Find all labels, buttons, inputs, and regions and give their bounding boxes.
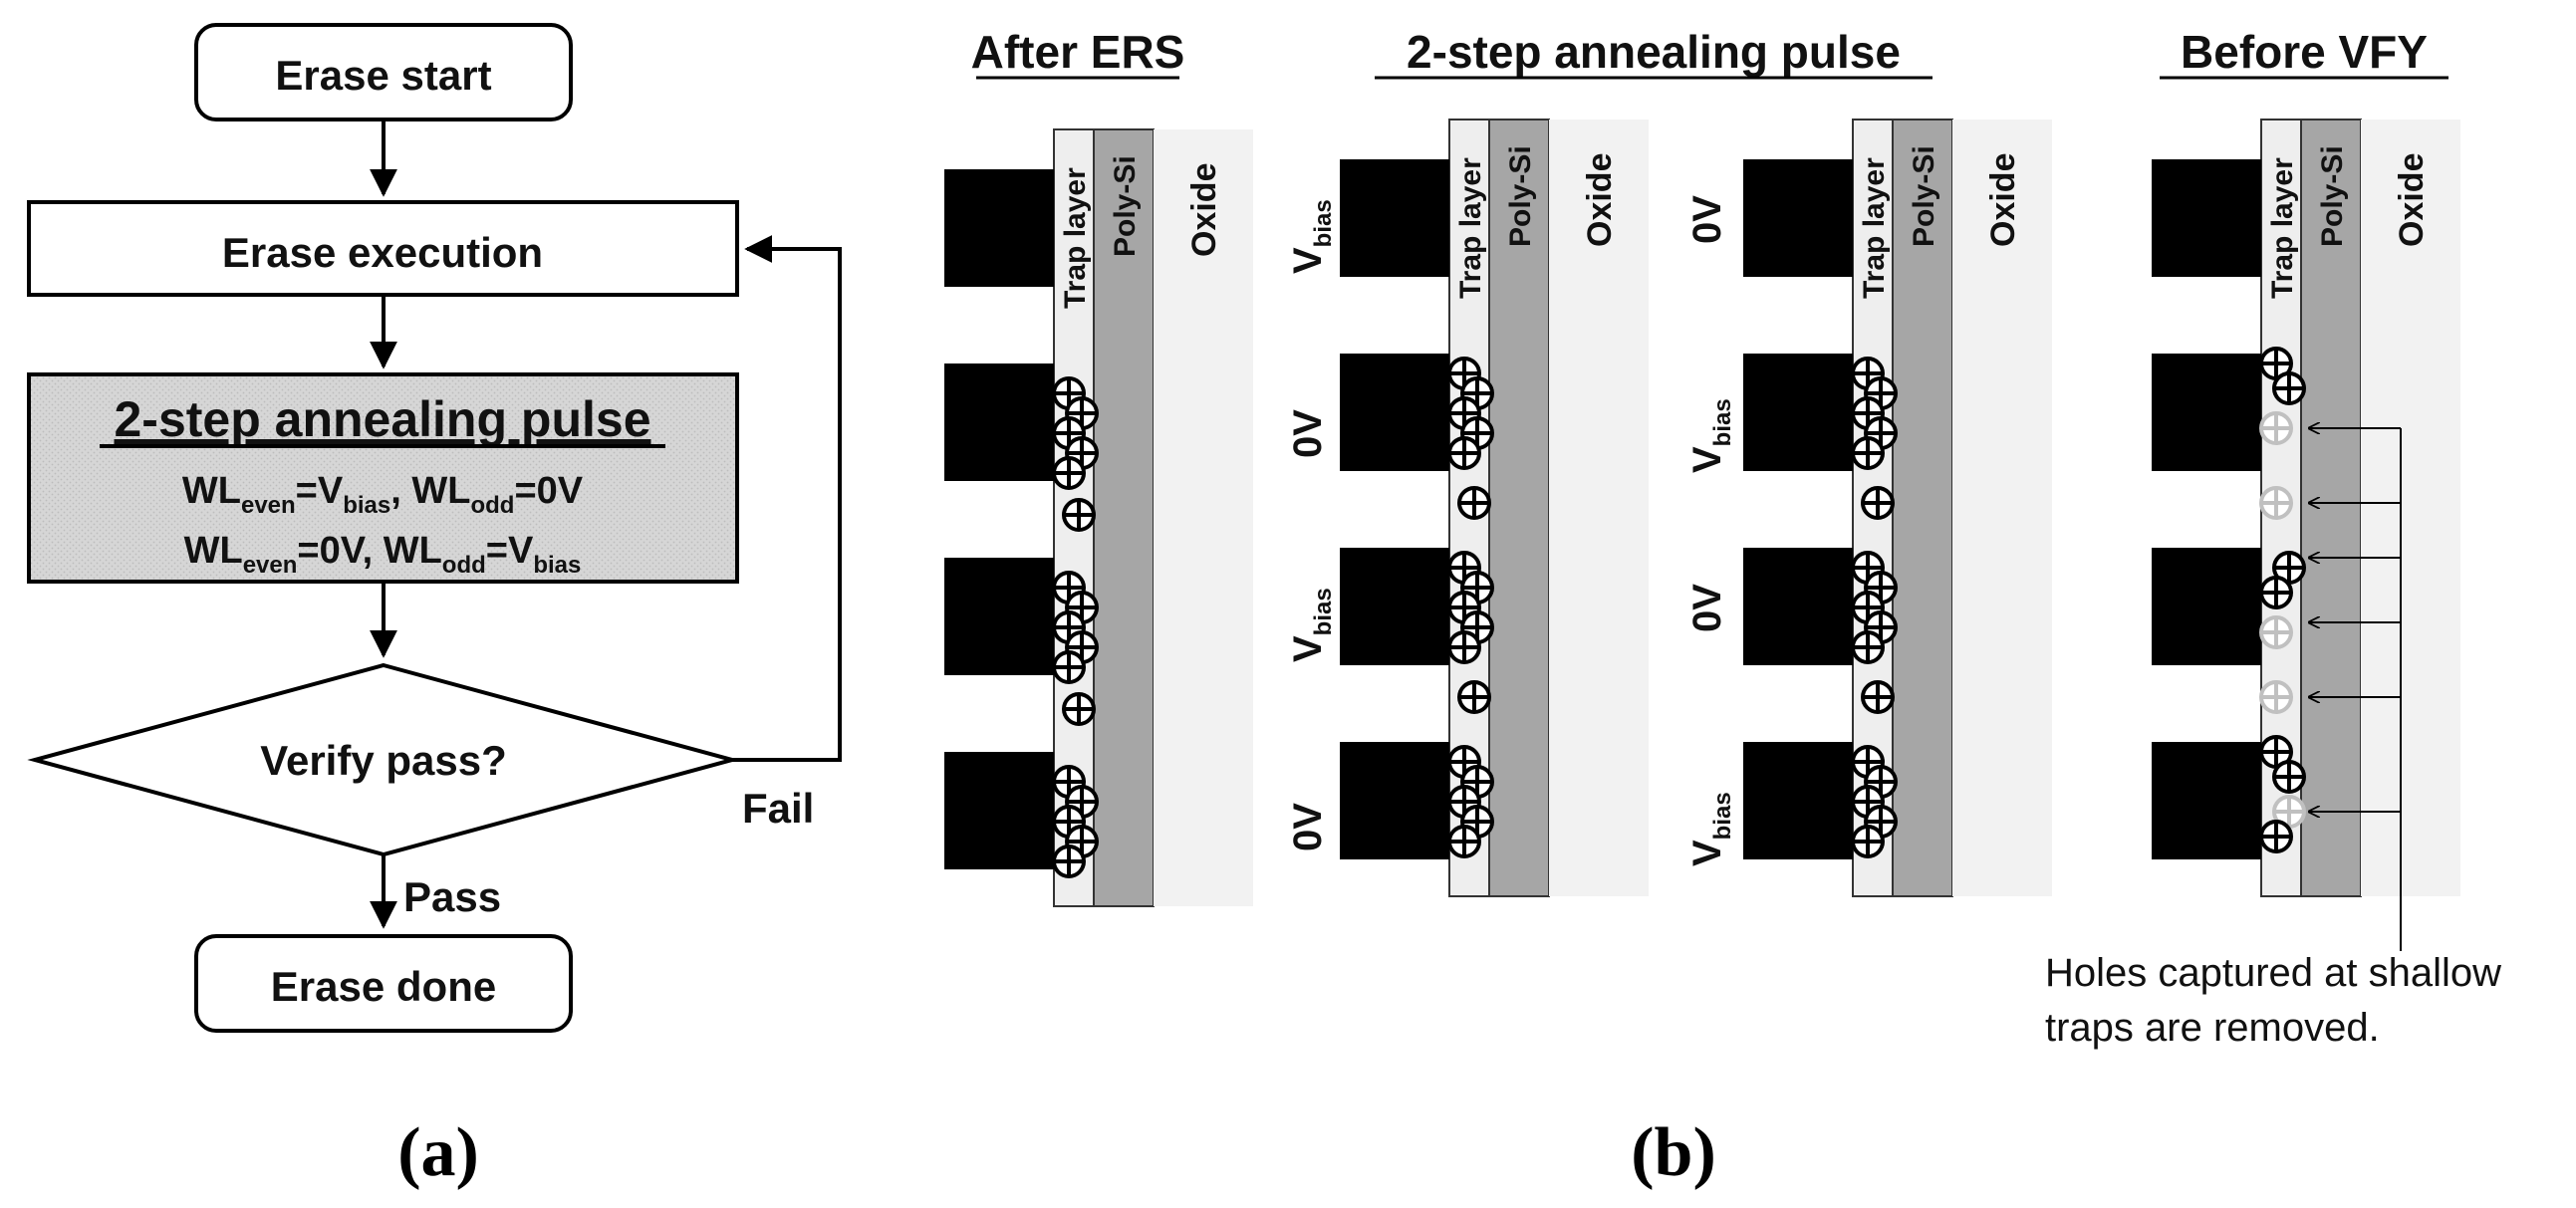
cell-stacks: Trap layer Poly-Si Oxide Trap layer Poly-Si O…: [944, 119, 2460, 907]
poly-si-label: Poly-Si: [1109, 155, 1142, 257]
gate-block: [2152, 354, 2261, 471]
oxide-label: Oxide: [1185, 163, 1223, 257]
verify-label: Verify pass?: [260, 737, 506, 784]
hole-symbol: [1851, 825, 1885, 858]
poly-si-label: Poly-Si: [2316, 145, 2349, 247]
hole-symbol: [1457, 680, 1491, 714]
hole-symbol: [1861, 680, 1895, 714]
panel-label-a: (a): [397, 1114, 479, 1191]
poly-si-label: Poly-Si: [1908, 145, 1940, 247]
note-line2: traps are removed.: [2045, 1006, 2380, 1050]
title-before-vfy: Before VFY: [2181, 26, 2428, 78]
gate-block: [1340, 742, 1449, 859]
hole-symbol: [2259, 820, 2293, 853]
hole-symbol: [1447, 630, 1481, 664]
vbias-label: Vbias: [1685, 792, 1736, 866]
zero-volt-label: 0V: [1286, 409, 1330, 458]
oxide-label: Oxide: [1581, 153, 1619, 247]
hole-symbol: [1062, 692, 1096, 726]
gate-block: [1743, 742, 1853, 859]
gate-block: [2152, 548, 2261, 665]
vbias-label: Vbias: [1685, 398, 1736, 473]
hole-symbol: [1457, 486, 1491, 520]
gate-block: [1340, 354, 1449, 471]
oxide-label: Oxide: [1984, 153, 2022, 247]
bias-labels: Vbias 0V Vbias 0V 0V Vbias 0V Vbias: [1286, 195, 1736, 866]
hole-symbol: [1861, 486, 1895, 520]
title-after-ers: After ERS: [971, 26, 1185, 78]
hole-symbol: [1052, 650, 1086, 684]
oxide-layer: [2361, 120, 2460, 896]
gate-block: [1743, 548, 1853, 665]
gate-block: [944, 169, 1054, 287]
zero-volt-label: 0V: [1685, 195, 1729, 244]
hole-symbol: [1447, 825, 1481, 858]
poly-si-layer: [1093, 128, 1155, 907]
hole-symbol: [1447, 436, 1481, 470]
annealing-pulse-title: 2-step annealing pulse: [114, 391, 650, 447]
vbias-label: Vbias: [1286, 588, 1337, 662]
hole-symbol: [2259, 411, 2293, 445]
oxide-layer: [1952, 120, 2052, 896]
gate-block: [1340, 159, 1449, 277]
hole-symbol: [2259, 615, 2293, 649]
erase-execution-label: Erase execution: [222, 229, 543, 276]
gate-block: [1340, 548, 1449, 665]
hole-removal-arrows: [2309, 428, 2402, 951]
fail-label: Fail: [742, 785, 814, 832]
hole-symbol: [1062, 498, 1096, 532]
trap-layer-label: Trap layer: [1858, 157, 1891, 299]
trap-layer-label: Trap layer: [1454, 157, 1487, 299]
hole-symbol: [2272, 551, 2306, 585]
erase-start-label: Erase start: [275, 52, 491, 99]
vbias-label: Vbias: [1286, 199, 1337, 274]
annealing-pulse-line1: WLeven=Vbias, WLodd=0V: [182, 470, 584, 519]
oxide-layer: [1154, 129, 1253, 906]
annealing-pulse-line2: WLeven=0V, WLodd=Vbias: [184, 530, 582, 579]
hole-symbol: [2272, 760, 2306, 794]
oxide-label: Oxide: [2393, 153, 2431, 247]
fail-loop-arrow: [732, 235, 842, 762]
zero-volt-label: 0V: [1286, 803, 1330, 851]
oxide-layer: [1549, 120, 1649, 896]
note-line1: Holes captured at shallow: [2045, 951, 2501, 995]
poly-si-label: Poly-Si: [1504, 145, 1537, 247]
gate-block: [1743, 159, 1853, 277]
title-annealing: 2-step annealing pulse: [1407, 26, 1901, 78]
trap-layer-label: Trap layer: [2266, 157, 2299, 299]
gate-block: [944, 558, 1054, 675]
gate-block: [2152, 159, 2261, 277]
gate-block: [944, 752, 1054, 869]
hole-symbol: [1851, 436, 1885, 470]
erase-done-label: Erase done: [271, 963, 496, 1010]
erase-execution-box: [27, 200, 739, 297]
erase-done-box: [194, 934, 573, 1033]
flowchart: Erase start Erase execution 2-step annea…: [27, 23, 842, 1033]
hole-symbol: [2272, 371, 2306, 405]
hole-symbol: [1052, 845, 1086, 878]
zero-volt-label: 0V: [1685, 584, 1729, 632]
panel-label-b: (b): [1631, 1114, 1716, 1191]
gate-block: [1743, 354, 1853, 471]
gate-block: [2152, 742, 2261, 859]
hole-symbol: [1052, 456, 1086, 490]
trap-layer-label: Trap layer: [1059, 167, 1092, 309]
hole-symbol: [2259, 680, 2293, 714]
pass-label: Pass: [403, 873, 501, 920]
hole-symbol: [2259, 576, 2293, 609]
hole-symbol: [2259, 486, 2293, 520]
gate-block: [944, 363, 1054, 481]
hole-symbol: [1851, 630, 1885, 664]
